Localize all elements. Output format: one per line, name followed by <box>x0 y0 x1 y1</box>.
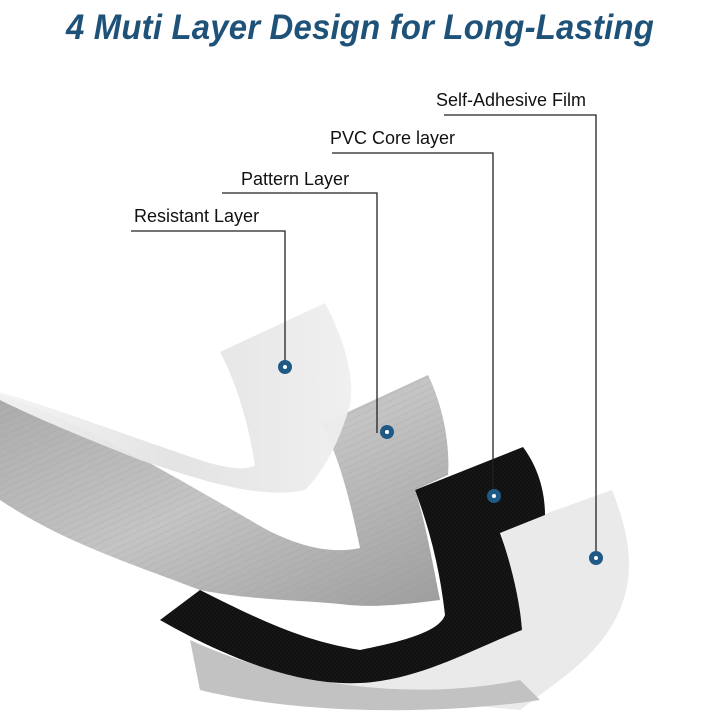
self-adhesive-film-label: Self-Adhesive Film <box>436 90 587 110</box>
pvc-core-leader <box>332 152 494 496</box>
resistant-layer-label: Resistant Layer <box>134 206 260 226</box>
pvc-core-layer-label: PVC Core layer <box>330 128 456 148</box>
page-title: 4 Muti Layer Design for Long-Lasting <box>65 8 655 47</box>
pvc-core-layer <box>160 447 545 684</box>
leader-lines <box>131 114 597 558</box>
adhesive-film-leader <box>444 114 597 558</box>
resistant-layer-leader <box>131 230 286 367</box>
pattern-layer-leader <box>222 192 378 433</box>
resistant-layer <box>0 303 352 493</box>
pattern-layer <box>0 375 449 606</box>
markers <box>278 360 603 565</box>
pattern-layer-label: Pattern Layer <box>241 169 350 189</box>
self-adhesive-film-layer <box>190 490 629 711</box>
